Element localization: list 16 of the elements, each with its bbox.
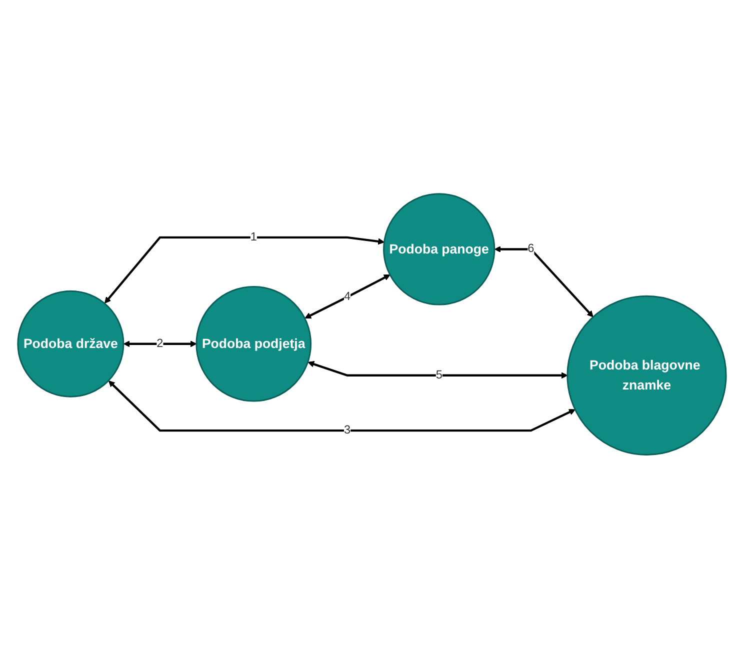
edge-label: 2	[156, 336, 164, 350]
edge-label: 5	[436, 368, 442, 381]
node-circle: Podoba podjetja	[196, 286, 312, 402]
arrow	[308, 360, 568, 378]
arrow	[108, 380, 576, 432]
edge-label: 1	[250, 230, 257, 244]
node-circle: Podoba blagovne znamke	[566, 295, 727, 456]
node-circle: Podoba države	[17, 290, 124, 398]
arrow	[304, 274, 390, 318]
arrow	[123, 340, 197, 347]
edge-label: 3	[344, 424, 351, 436]
edge-label: 6	[528, 242, 534, 255]
node-circle: Podoba panoge	[383, 192, 496, 305]
arrow	[104, 236, 385, 304]
arrow	[494, 246, 594, 317]
edge-label: 4	[344, 290, 351, 303]
